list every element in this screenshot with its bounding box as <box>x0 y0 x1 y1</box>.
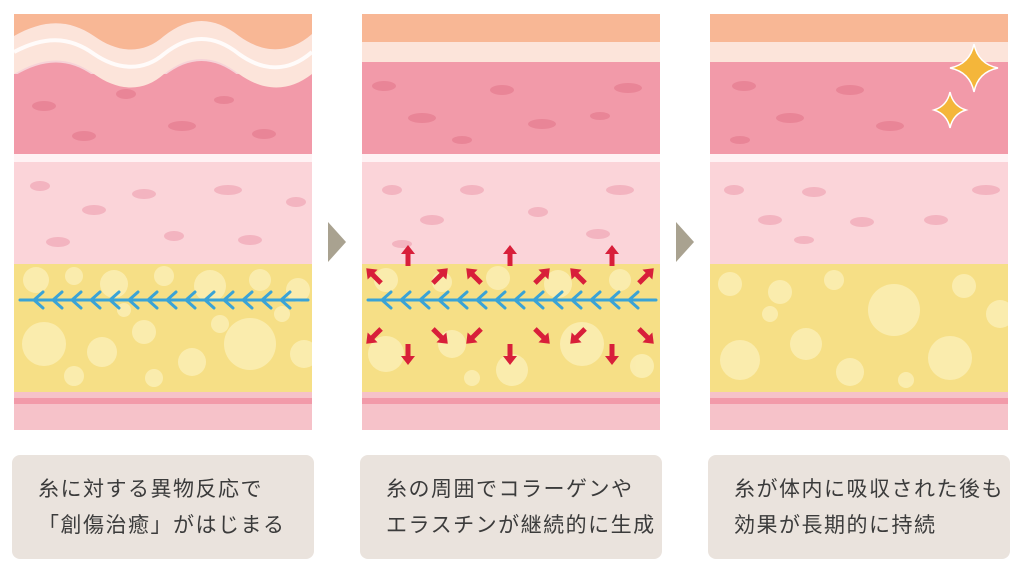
thread-barb <box>50 290 64 310</box>
thread-barb <box>417 290 431 310</box>
red-arrow-icon <box>401 344 415 365</box>
chevron-right-icon <box>676 222 694 266</box>
collagen-arrows <box>366 245 654 365</box>
thread-barb <box>164 290 178 310</box>
epidermis-cream-layer <box>710 42 1008 62</box>
thread-barb <box>550 290 564 310</box>
thread-barb <box>202 290 216 310</box>
thread-barb <box>455 290 469 310</box>
thread-barb <box>221 290 235 310</box>
caption-line: 糸の周囲でコラーゲンや <box>386 477 634 501</box>
thread-barb <box>474 290 488 310</box>
red-arrow-icon <box>431 268 448 285</box>
caption-line: 効果が長期的に持続 <box>734 513 937 537</box>
red-arrow-icon <box>503 344 517 365</box>
caption-line: エラスチンが継続的に生成 <box>386 513 656 537</box>
epidermis-top-layer <box>14 14 312 50</box>
red-arrow-icon <box>366 327 383 344</box>
chevron-right-icon <box>328 222 346 266</box>
thread-barb <box>607 290 621 310</box>
thread-barb <box>379 290 393 310</box>
red-arrow-icon <box>533 327 550 344</box>
thread-barb <box>493 290 507 310</box>
red-arrow-icon <box>637 327 654 344</box>
thread-barb <box>259 290 273 310</box>
red-arrow-icon <box>637 268 654 285</box>
thread <box>366 290 658 310</box>
step-2-caption: 糸の周囲でコラーゲンや エラスチンが継続的に生成 <box>360 455 662 559</box>
red-arrow-icon <box>533 268 550 285</box>
thread-barb <box>626 290 640 310</box>
skin-diagram-step-2 <box>362 14 660 430</box>
thread-barb <box>531 290 545 310</box>
caption-line: 糸に対する異物反応で <box>38 477 263 501</box>
thread-barb <box>183 290 197 310</box>
red-arrow-icon <box>401 245 415 266</box>
red-arrow-icon <box>466 327 483 344</box>
skin-diagram-step-1 <box>14 14 312 430</box>
red-arrow-icon <box>503 245 517 266</box>
epidermis-cream-layer <box>362 42 660 62</box>
red-arrow-icon <box>605 245 619 266</box>
skin-diagram-step-3 <box>710 14 1008 430</box>
dermis-lower-layer <box>710 162 1008 264</box>
dermis-lower-layer <box>14 162 312 264</box>
dermis-upper-layer <box>362 62 660 154</box>
epidermis-top-layer <box>710 14 1008 42</box>
thread-barb <box>31 290 45 310</box>
thread-barb <box>240 290 254 310</box>
thread-barb <box>107 290 121 310</box>
red-arrow-icon <box>466 268 483 285</box>
thread-barb <box>145 290 159 310</box>
red-arrow-icon <box>605 344 619 365</box>
thread-barb <box>278 290 292 310</box>
thread-barb <box>398 290 412 310</box>
thread-barb <box>436 290 450 310</box>
thread-barb <box>69 290 83 310</box>
red-arrow-icon <box>570 268 587 285</box>
thread-barb <box>126 290 140 310</box>
caption-line: 「創傷治癒」がはじまる <box>38 513 286 537</box>
epidermis-top-layer <box>362 14 660 42</box>
red-arrow-icon <box>366 268 383 285</box>
red-arrow-icon <box>431 327 448 344</box>
thread <box>18 290 310 310</box>
sparkle-icon <box>931 43 999 129</box>
thread-barb <box>569 290 583 310</box>
caption-line: 糸が体内に吸収された後も <box>734 477 1004 501</box>
dermis-upper-layer <box>710 62 1008 154</box>
red-arrow-icon <box>570 327 587 344</box>
thread-barb <box>588 290 602 310</box>
thread-barb <box>512 290 526 310</box>
step-3-caption: 糸が体内に吸収された後も 効果が長期的に持続 <box>708 455 1010 559</box>
step-1-caption: 糸に対する異物反応で 「創傷治癒」がはじまる <box>12 455 314 559</box>
thread-barb <box>88 290 102 310</box>
